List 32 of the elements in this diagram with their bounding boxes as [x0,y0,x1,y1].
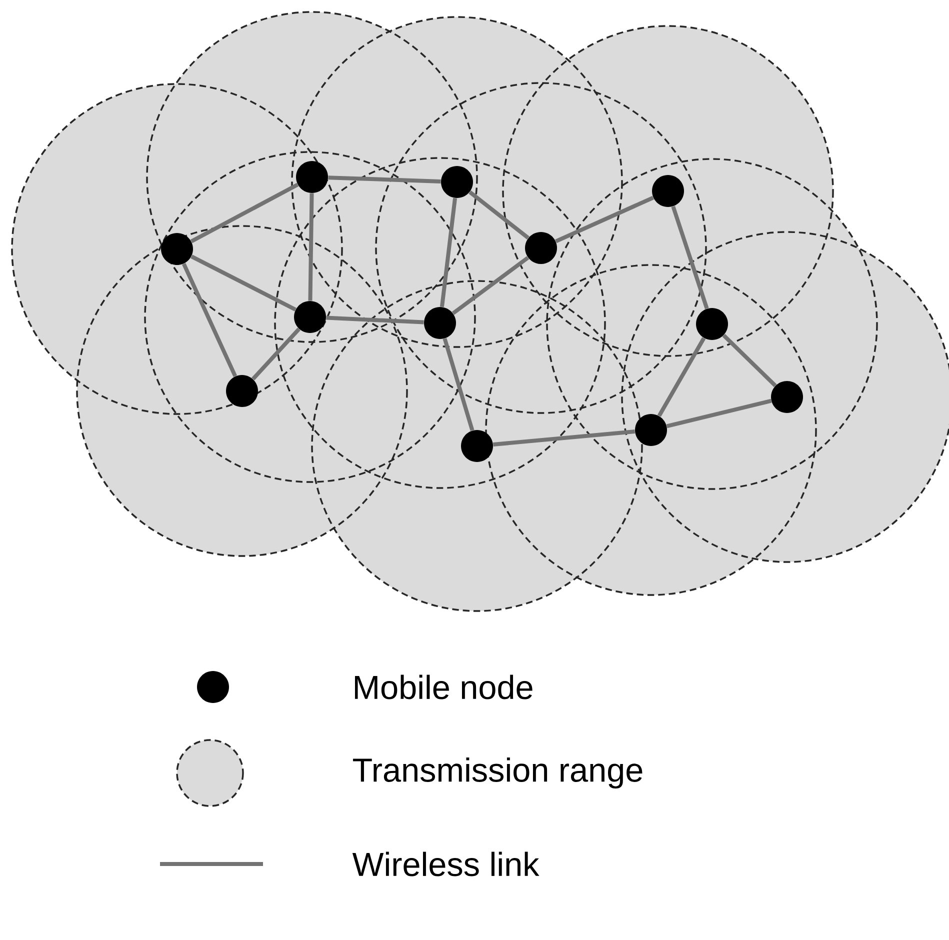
mobile-node [226,375,258,407]
wireless-link [182,262,238,378]
wireless-link [308,193,314,301]
legend-label: Wireless link [352,852,540,876]
mobile-node [294,301,326,333]
wireless-link [190,254,296,312]
mobile-node [696,308,728,340]
wireless-link [328,176,441,184]
wireless-link [671,206,709,310]
mobile-node [771,381,803,413]
mobile-node [635,414,667,446]
mobile-node [652,175,684,207]
wireless-link [442,338,474,431]
legend-label: Transmission range [353,757,642,789]
wireless-link [493,430,635,447]
wireless-link [190,182,299,244]
mobile-node [525,232,557,264]
wireless-link [468,190,530,240]
mobile-node [424,307,456,339]
mobile-node [461,430,493,462]
wireless-link [555,196,654,244]
wireless-link [252,328,300,380]
wireless-link [722,334,777,388]
wireless-link [440,198,458,308]
wireless-link [657,337,706,417]
wireless-link [666,398,772,428]
mobile-node [441,166,473,198]
wireless-link [452,256,530,315]
mobile-node [161,233,193,265]
wireless-link [326,316,424,324]
mobile-node [296,161,328,193]
legend-label: Mobile node [355,674,532,700]
